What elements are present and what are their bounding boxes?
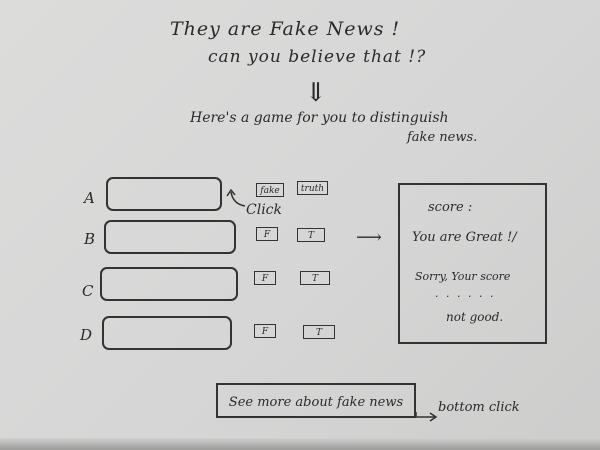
intro-text-line2: fake news. [407,130,478,145]
arrow-right-icon: ⟶ [356,227,382,248]
intro-text-line1: Here's a game for you to distinguish [190,110,449,126]
news-box-a [106,177,222,211]
news-box-d [102,316,232,350]
score-dots: · · · · · · [435,290,496,303]
news-box-c [100,267,238,301]
curved-arrow-icon [226,188,246,207]
double-arrow-down-icon: ⇓ [305,78,327,108]
score-panel [398,183,547,344]
truth-button-a[interactable]: truth [297,181,328,195]
fake-button-a[interactable]: fake [256,183,284,197]
row-letter-a: A [84,189,95,207]
row-letter-b: B [84,230,96,248]
row-letter-c: C [82,282,94,300]
see-more-button[interactable]: See more about fake news [216,383,416,418]
fake-button-b[interactable]: F [256,227,278,241]
score-sorry-message: Sorry, Your score [415,270,511,283]
truth-button-b[interactable]: T [297,228,325,242]
headline-title: They are Fake News ! [170,18,401,40]
news-box-b [104,220,236,254]
row-letter-d: D [80,326,93,344]
score-not-good-message: not good. [446,310,504,324]
score-title: score : [428,200,473,215]
score-great-message: You are Great !/ [412,230,517,245]
arrow-right-small-icon [415,412,438,422]
truth-button-d[interactable]: T [303,325,335,339]
truth-button-c[interactable]: T [300,271,330,285]
click-annotation: Click [246,202,282,218]
headline-subtitle: can you believe that !? [208,47,427,67]
paper-edge [0,438,600,450]
fake-button-d[interactable]: F [254,324,276,338]
fake-button-c[interactable]: F [254,271,276,285]
bottom-click-annotation: bottom click [438,400,520,415]
